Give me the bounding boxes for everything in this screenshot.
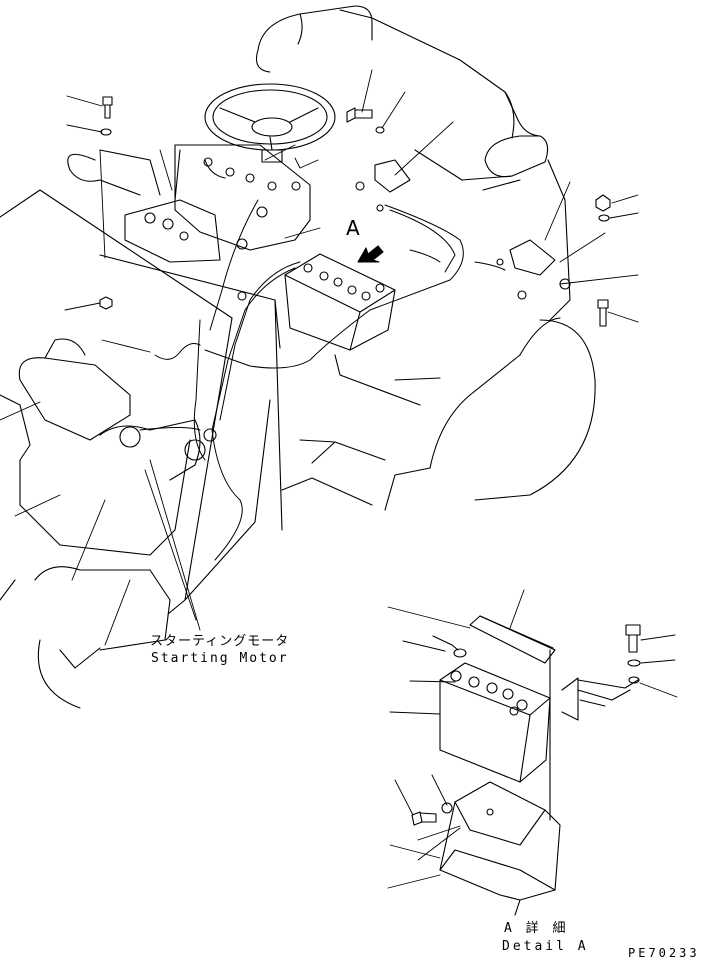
leader-lines-detail: [388, 590, 677, 888]
relay-switch-upper: [356, 160, 410, 211]
detail-bolt-right: [626, 625, 640, 652]
operator-seat: [257, 6, 566, 200]
hardware-washer-top-left: [101, 129, 111, 135]
hardware-washer-right: [599, 215, 609, 221]
detail-a-label-en: Detail A: [502, 939, 589, 954]
battery-main: [285, 254, 395, 350]
detail-a-label-jp: A 詳 細: [504, 921, 569, 936]
leader-lines-main: [0, 70, 638, 645]
starting-motor-label-jp: スターティングモータ: [150, 634, 290, 649]
detail-bolt-left: [412, 812, 436, 825]
relay-switch-right: [497, 240, 570, 299]
hardware-nut-left: [100, 297, 112, 309]
hardware-bolt-top-left: [103, 97, 112, 118]
hardware-bolt-right: [598, 300, 608, 326]
hardware-bolt-top-center: [347, 108, 372, 122]
steering-wheel: [205, 84, 335, 162]
wiring-harness: [140, 200, 505, 560]
starting-motor-label-en: Starting Motor: [151, 651, 289, 666]
detail-washer-right: [628, 660, 640, 666]
hardware-washer-top-center: [376, 127, 384, 133]
view-arrow-label: A: [346, 216, 360, 240]
dashboard-panel: [68, 145, 310, 300]
drawing-code: PE70233: [628, 946, 700, 960]
hardware-nut-right: [596, 195, 610, 211]
detail-washer-left: [442, 803, 452, 813]
engine: [0, 339, 216, 708]
view-arrow-a-icon: [358, 246, 383, 262]
frame-body: [0, 180, 595, 614]
detail-a-battery-assembly: [433, 616, 639, 915]
